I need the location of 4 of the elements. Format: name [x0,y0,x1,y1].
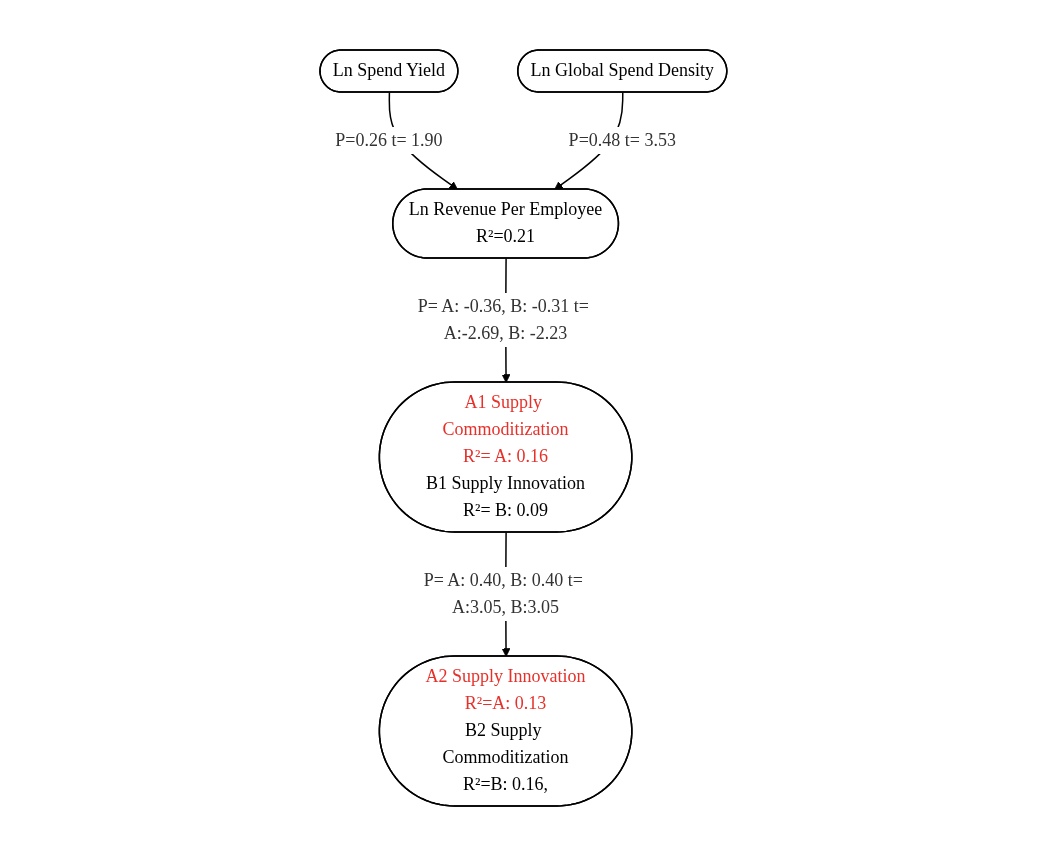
edge-label: P=0.48 t= 3.53 [568,129,677,150]
edge-label: P= A: 0.40, B: 0.40 t= A:3.05, B:3.05 [423,569,584,617]
edge-label: P=0.26 t= 1.90 [335,129,443,150]
edge-label: P= A: -0.36, B: -0.31 t= A:-2.69, B: -2.23 [417,295,590,343]
